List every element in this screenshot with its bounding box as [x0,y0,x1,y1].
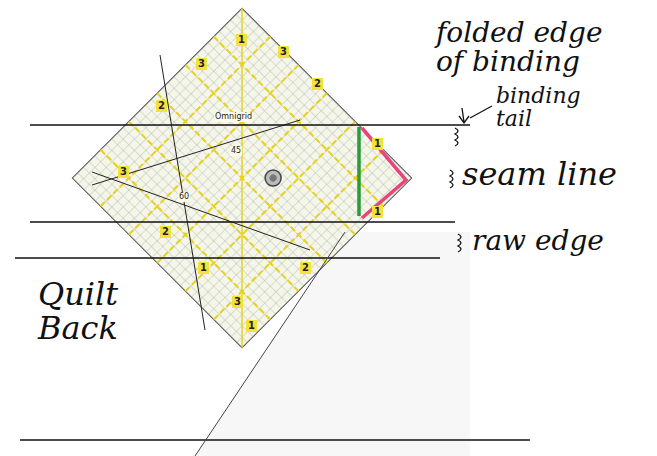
leader-line [470,106,492,118]
callout-label: binding tail [496,84,588,130]
area-label: Quilt Back [38,278,158,345]
ruler-number: 2 [300,262,311,274]
ruler-grid [72,8,411,347]
callout-label: raw edge [472,226,642,255]
angle-line [92,172,310,250]
brace-mark [458,234,461,252]
pointer-arrow [459,108,469,123]
ruler-number: 2 [160,226,171,238]
ruler-number: 1 [246,320,257,332]
angle-mark: 60 [178,192,190,202]
angle-mark: 45 [230,146,242,156]
brand-name: Omnigrid [214,112,253,122]
callout-label: seam line [462,158,652,192]
quilt-edge-line [20,439,530,441]
angle-line [160,55,205,330]
inch-line [185,121,355,291]
ruler-number: 3 [118,166,129,178]
folded-edge-line [30,124,470,126]
ruler-number: 3 [278,46,289,58]
ruler-center-knob [262,167,285,190]
ruler-number: 3 [232,296,243,308]
angle-line [92,120,300,185]
ruler-inch-lines [72,8,411,347]
ruler-center-dot [268,173,278,183]
ruler-number: 1 [198,262,209,274]
callout-label: folded edge of binding [436,18,616,77]
ruler-number: 2 [156,100,167,112]
quilt-back-diagonal [195,232,345,456]
ruler-body [72,8,411,347]
square-ruler [72,8,411,347]
pink-tail-cut [362,128,406,218]
inch-line [101,150,271,320]
seam-line [30,221,455,223]
raw-edge-line [15,257,440,259]
diagonal-line [72,8,411,347]
brace-mark [450,170,453,188]
brace-mark [455,128,458,146]
ruler-number: 1 [372,206,383,218]
ruler-number: 1 [372,138,383,150]
green-seam-mark [357,127,361,216]
ruler-number: 3 [196,58,207,70]
ruler-number: 1 [236,34,247,46]
ruler-number: 2 [312,78,323,90]
